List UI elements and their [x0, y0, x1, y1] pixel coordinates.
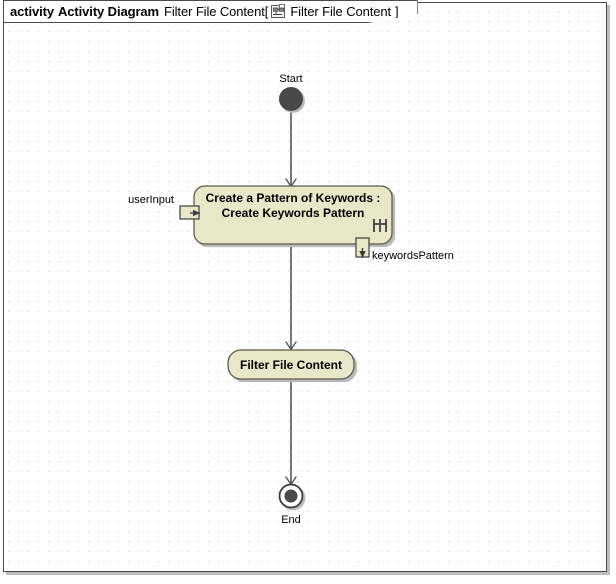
create-pattern-label-line2: Create Keywords Pattern	[222, 206, 365, 220]
header-bracket-open: [	[264, 4, 269, 19]
start-label: Start	[279, 73, 302, 85]
diagram-frame: Start Create a Pattern of Keywords : Cre…	[3, 2, 607, 572]
user-input-pin-label: userInput	[128, 194, 174, 206]
keywords-pattern-pin[interactable]: keywordsPattern	[355, 237, 454, 262]
node-filter-file-content[interactable]: Filter File Content	[227, 349, 355, 380]
filter-file-content-label: Filter File Content	[240, 358, 342, 372]
keywords-pattern-pin-label: keywordsPattern	[372, 250, 454, 262]
activity-diagram-icon	[271, 4, 286, 19]
header-bracket-close: ]	[395, 4, 399, 19]
diagram-type-label: Activity Diagram	[58, 4, 160, 19]
header-context-label: Filter File Content	[290, 4, 392, 19]
node-create-pattern[interactable]: Create a Pattern of Keywords : Create Ke…	[128, 185, 454, 262]
rake-icon	[373, 219, 387, 232]
diagram-canvas[interactable]: Start Create a Pattern of Keywords : Cre…	[4, 3, 608, 573]
initial-node-circle[interactable]	[279, 87, 303, 111]
final-node-inner-dot	[284, 489, 298, 503]
diagram-name-label: Filter File Content	[164, 4, 265, 19]
end-label: End	[281, 514, 301, 526]
node-end[interactable]: End	[278, 483, 304, 527]
diagram-header-tab[interactable]: activity Activity Diagram Filter File Co…	[3, 0, 418, 23]
diagram-kind-label: activity	[10, 4, 55, 19]
node-start[interactable]: Start	[279, 73, 303, 111]
user-input-pin[interactable]: userInput	[128, 194, 200, 220]
create-pattern-label-line1: Create a Pattern of Keywords :	[206, 191, 381, 205]
filter-file-content-body[interactable]	[227, 349, 355, 380]
